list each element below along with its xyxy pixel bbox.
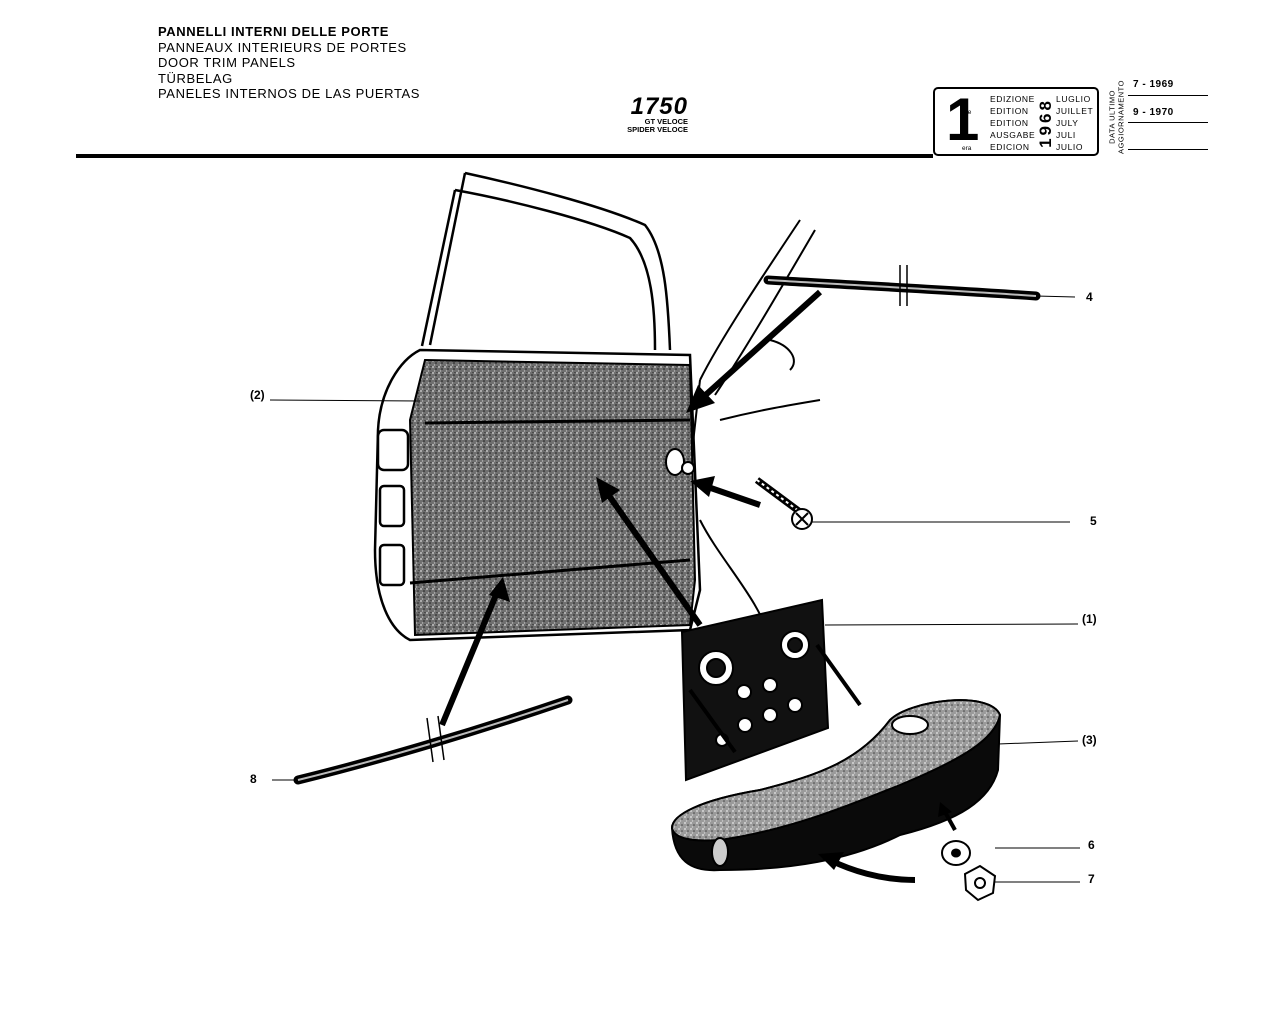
armrest bbox=[670, 699, 1002, 872]
edition-labels: EDIZIONE EDITION EDITION AUSGABE EDICION bbox=[990, 93, 1035, 153]
edition-numeral: 1 bbox=[946, 86, 980, 153]
bottom-weatherstrip bbox=[293, 695, 573, 785]
title-spanish: PANELES INTERNOS DE LAS PUERTAS bbox=[158, 86, 421, 101]
callout-8: 8 bbox=[250, 772, 257, 786]
title-english: DOOR TRIM PANELS bbox=[158, 55, 296, 70]
edition-label: EDITION bbox=[990, 106, 1029, 116]
update-date-2: 9 - 1970 bbox=[1133, 107, 1174, 118]
header-rule bbox=[76, 154, 933, 158]
top-weatherstrip bbox=[763, 265, 1041, 306]
screw bbox=[754, 477, 813, 530]
edition-label: AUSGABE bbox=[990, 130, 1036, 140]
leader-lines bbox=[269, 295, 1080, 883]
ordinal-suffix: ere bbox=[962, 109, 972, 116]
callout-1: (1) bbox=[1082, 612, 1097, 626]
title-italian: PANNELLI INTERNI DELLE PORTE bbox=[158, 24, 390, 39]
callout-7: 7 bbox=[1088, 872, 1095, 886]
ordinal-suffix: . bbox=[962, 133, 964, 140]
model-variant-spider: SPIDER VELOCE bbox=[627, 125, 688, 134]
ordinal-suffix: era bbox=[962, 145, 972, 152]
update-line-1 bbox=[1128, 95, 1208, 96]
update-line-3 bbox=[1128, 149, 1208, 150]
washer bbox=[941, 840, 971, 866]
edition-box bbox=[933, 87, 1099, 156]
edition-label: EDICION bbox=[990, 142, 1030, 152]
edition-ordinal-suffixes: a ere st . era bbox=[962, 95, 971, 155]
edition-months: LUGLIO JUILLET JULY JULI JULIO bbox=[1056, 93, 1093, 153]
edition-month: JULI bbox=[1056, 130, 1076, 140]
update-line-2 bbox=[1128, 122, 1208, 123]
door-window-frame bbox=[420, 171, 672, 351]
backing-plate bbox=[680, 598, 862, 782]
model-variant-gt: GT VELOCE bbox=[644, 117, 688, 126]
title-german: TÜRBELAG bbox=[158, 70, 233, 86]
edition-month: JUILLET bbox=[1056, 106, 1094, 116]
model-number: 1750 bbox=[630, 93, 688, 120]
title-french: PANNEAUX INTERIEURS DE PORTES bbox=[158, 39, 407, 55]
edition-label: EDIZIONE bbox=[990, 94, 1035, 104]
callout-3: (3) bbox=[1082, 733, 1097, 747]
edition-month: JULIO bbox=[1056, 142, 1084, 152]
update-date-1: 7 - 1969 bbox=[1133, 79, 1174, 90]
callout-2: (2) bbox=[250, 388, 265, 402]
assembly-arrows bbox=[439, 289, 957, 883]
window-crank-knob bbox=[665, 448, 695, 476]
callout-5: 5 bbox=[1090, 514, 1097, 528]
callout-6: 6 bbox=[1088, 838, 1095, 852]
edition-month: LUGLIO bbox=[1056, 94, 1091, 104]
nut bbox=[963, 864, 997, 902]
door-trim-panel bbox=[408, 358, 697, 637]
edition-label: EDITION bbox=[990, 118, 1029, 128]
model-badge: 1750 GT VELOCE SPIDER VELOCE bbox=[606, 93, 688, 134]
ordinal-suffix: st bbox=[962, 121, 968, 128]
title-block: PANNELLI INTERNI DELLE PORTE PANNEAUX IN… bbox=[158, 24, 420, 102]
ordinal-suffix: a bbox=[962, 97, 966, 104]
callout-4: 4 bbox=[1086, 290, 1093, 304]
edition-month: JULY bbox=[1056, 118, 1079, 128]
